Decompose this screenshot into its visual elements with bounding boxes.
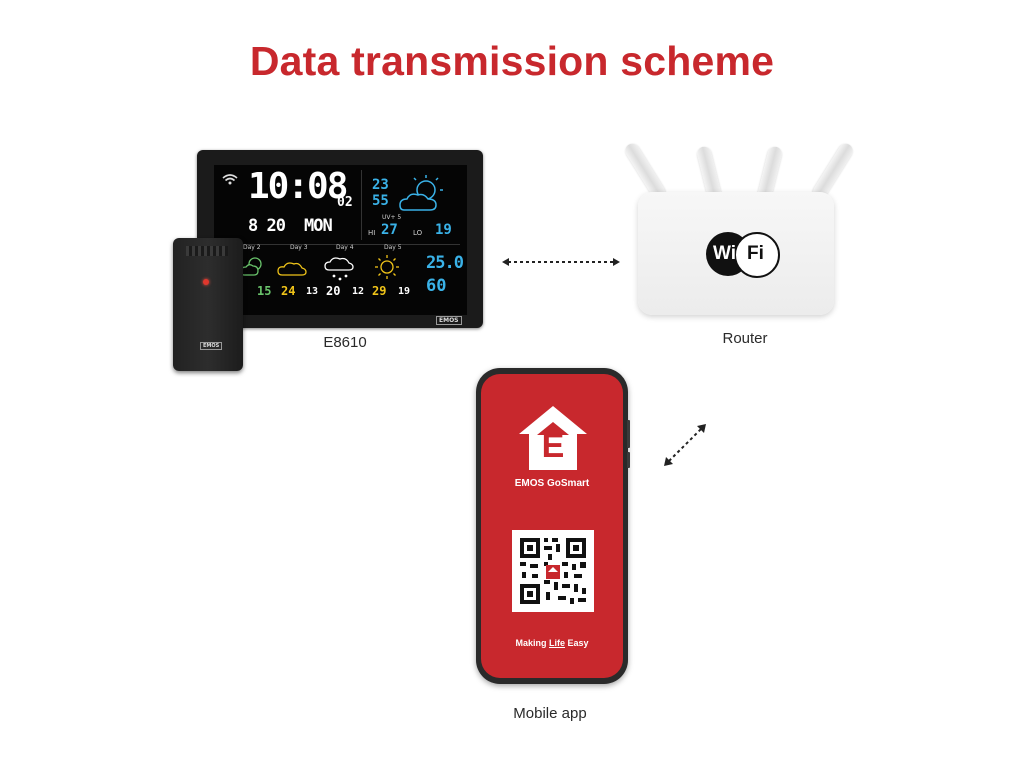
slogan-prefix: Making (515, 638, 549, 648)
lo-value: 19 (435, 222, 452, 238)
forecast-day-label: Day 5 (384, 244, 402, 251)
sensor-brand-logo: EMOS (200, 342, 223, 350)
lo-label: LO (413, 229, 423, 237)
sensor-led-indicator (203, 279, 209, 285)
rain-cloud-icon (324, 257, 354, 281)
house-logo-icon (519, 406, 587, 470)
forecast-temp-high: 24 (281, 284, 296, 298)
arrowhead-down-left-icon (664, 457, 673, 466)
station-brand-logo: EMOS (436, 316, 462, 325)
station-time: 10:08 (248, 166, 348, 207)
forecast-temp: 15 (257, 284, 272, 298)
cloud-icon (277, 262, 307, 276)
logo-letter: E (541, 427, 565, 465)
forecast-temp-low: 12 (352, 286, 365, 297)
hi-value: 27 (381, 222, 398, 238)
arrowhead-left-icon (502, 258, 509, 266)
wifi-logo-fi: Fi (747, 243, 764, 264)
wifi-icon (222, 174, 238, 185)
indoor-temperature: 23 (372, 177, 389, 193)
weather-station-screen (214, 165, 467, 315)
arrowhead-right-icon (613, 258, 620, 266)
forecast-day-label: Day 4 (336, 244, 354, 251)
outdoor-humidity: 60 (426, 276, 447, 296)
station-seconds: 02 (337, 195, 353, 210)
qr-code-pattern (520, 538, 586, 604)
forecast-day-label: Day 2 (243, 244, 261, 251)
app-name: EMOS GoSmart (514, 478, 590, 489)
diagram-title: Data transmission scheme (249, 38, 775, 84)
app-slogan: Making Life Easy (481, 638, 623, 648)
link-station-router (502, 258, 620, 266)
station-label: E8610 (323, 334, 367, 351)
link-router-mobile (664, 424, 706, 466)
uv-index: UV+ 5 (382, 214, 402, 221)
station-date: 8 20 (248, 216, 286, 236)
slogan-emphasis: Life (548, 638, 565, 648)
station-weekday: MON (304, 216, 333, 236)
sun-icon (375, 255, 399, 279)
forecast-divider (230, 244, 460, 245)
arrowhead-up-right-icon (697, 424, 706, 433)
hi-label: HI (368, 229, 376, 237)
indoor-humidity: 55 (372, 193, 389, 209)
outdoor-temperature: 25.0 (426, 253, 464, 273)
forecast-day-label: Day 3 (290, 244, 308, 251)
forecast-temp-high: 20 (326, 284, 341, 298)
wifi-logo: Wi Fi (706, 232, 780, 280)
slogan-suffix: Easy (565, 638, 589, 648)
wifi-logo-wi: Wi (713, 243, 737, 264)
phone-side-button (627, 452, 630, 468)
sensor-vent-grille (186, 246, 228, 256)
indoor-panel (361, 170, 462, 240)
forecast-temp-low: 19 (398, 286, 411, 297)
qr-code (512, 530, 594, 612)
sun-cloud-icon (399, 175, 443, 211)
forecast-temp-high: 29 (372, 284, 387, 298)
sun-cloud-forecast-icon (240, 257, 262, 276)
phone-side-button (627, 420, 630, 448)
mobile-label: Mobile app (513, 705, 587, 722)
router-label: Router (722, 330, 768, 347)
forecast-temp-low: 13 (306, 286, 319, 297)
outdoor-sensor (173, 238, 243, 371)
